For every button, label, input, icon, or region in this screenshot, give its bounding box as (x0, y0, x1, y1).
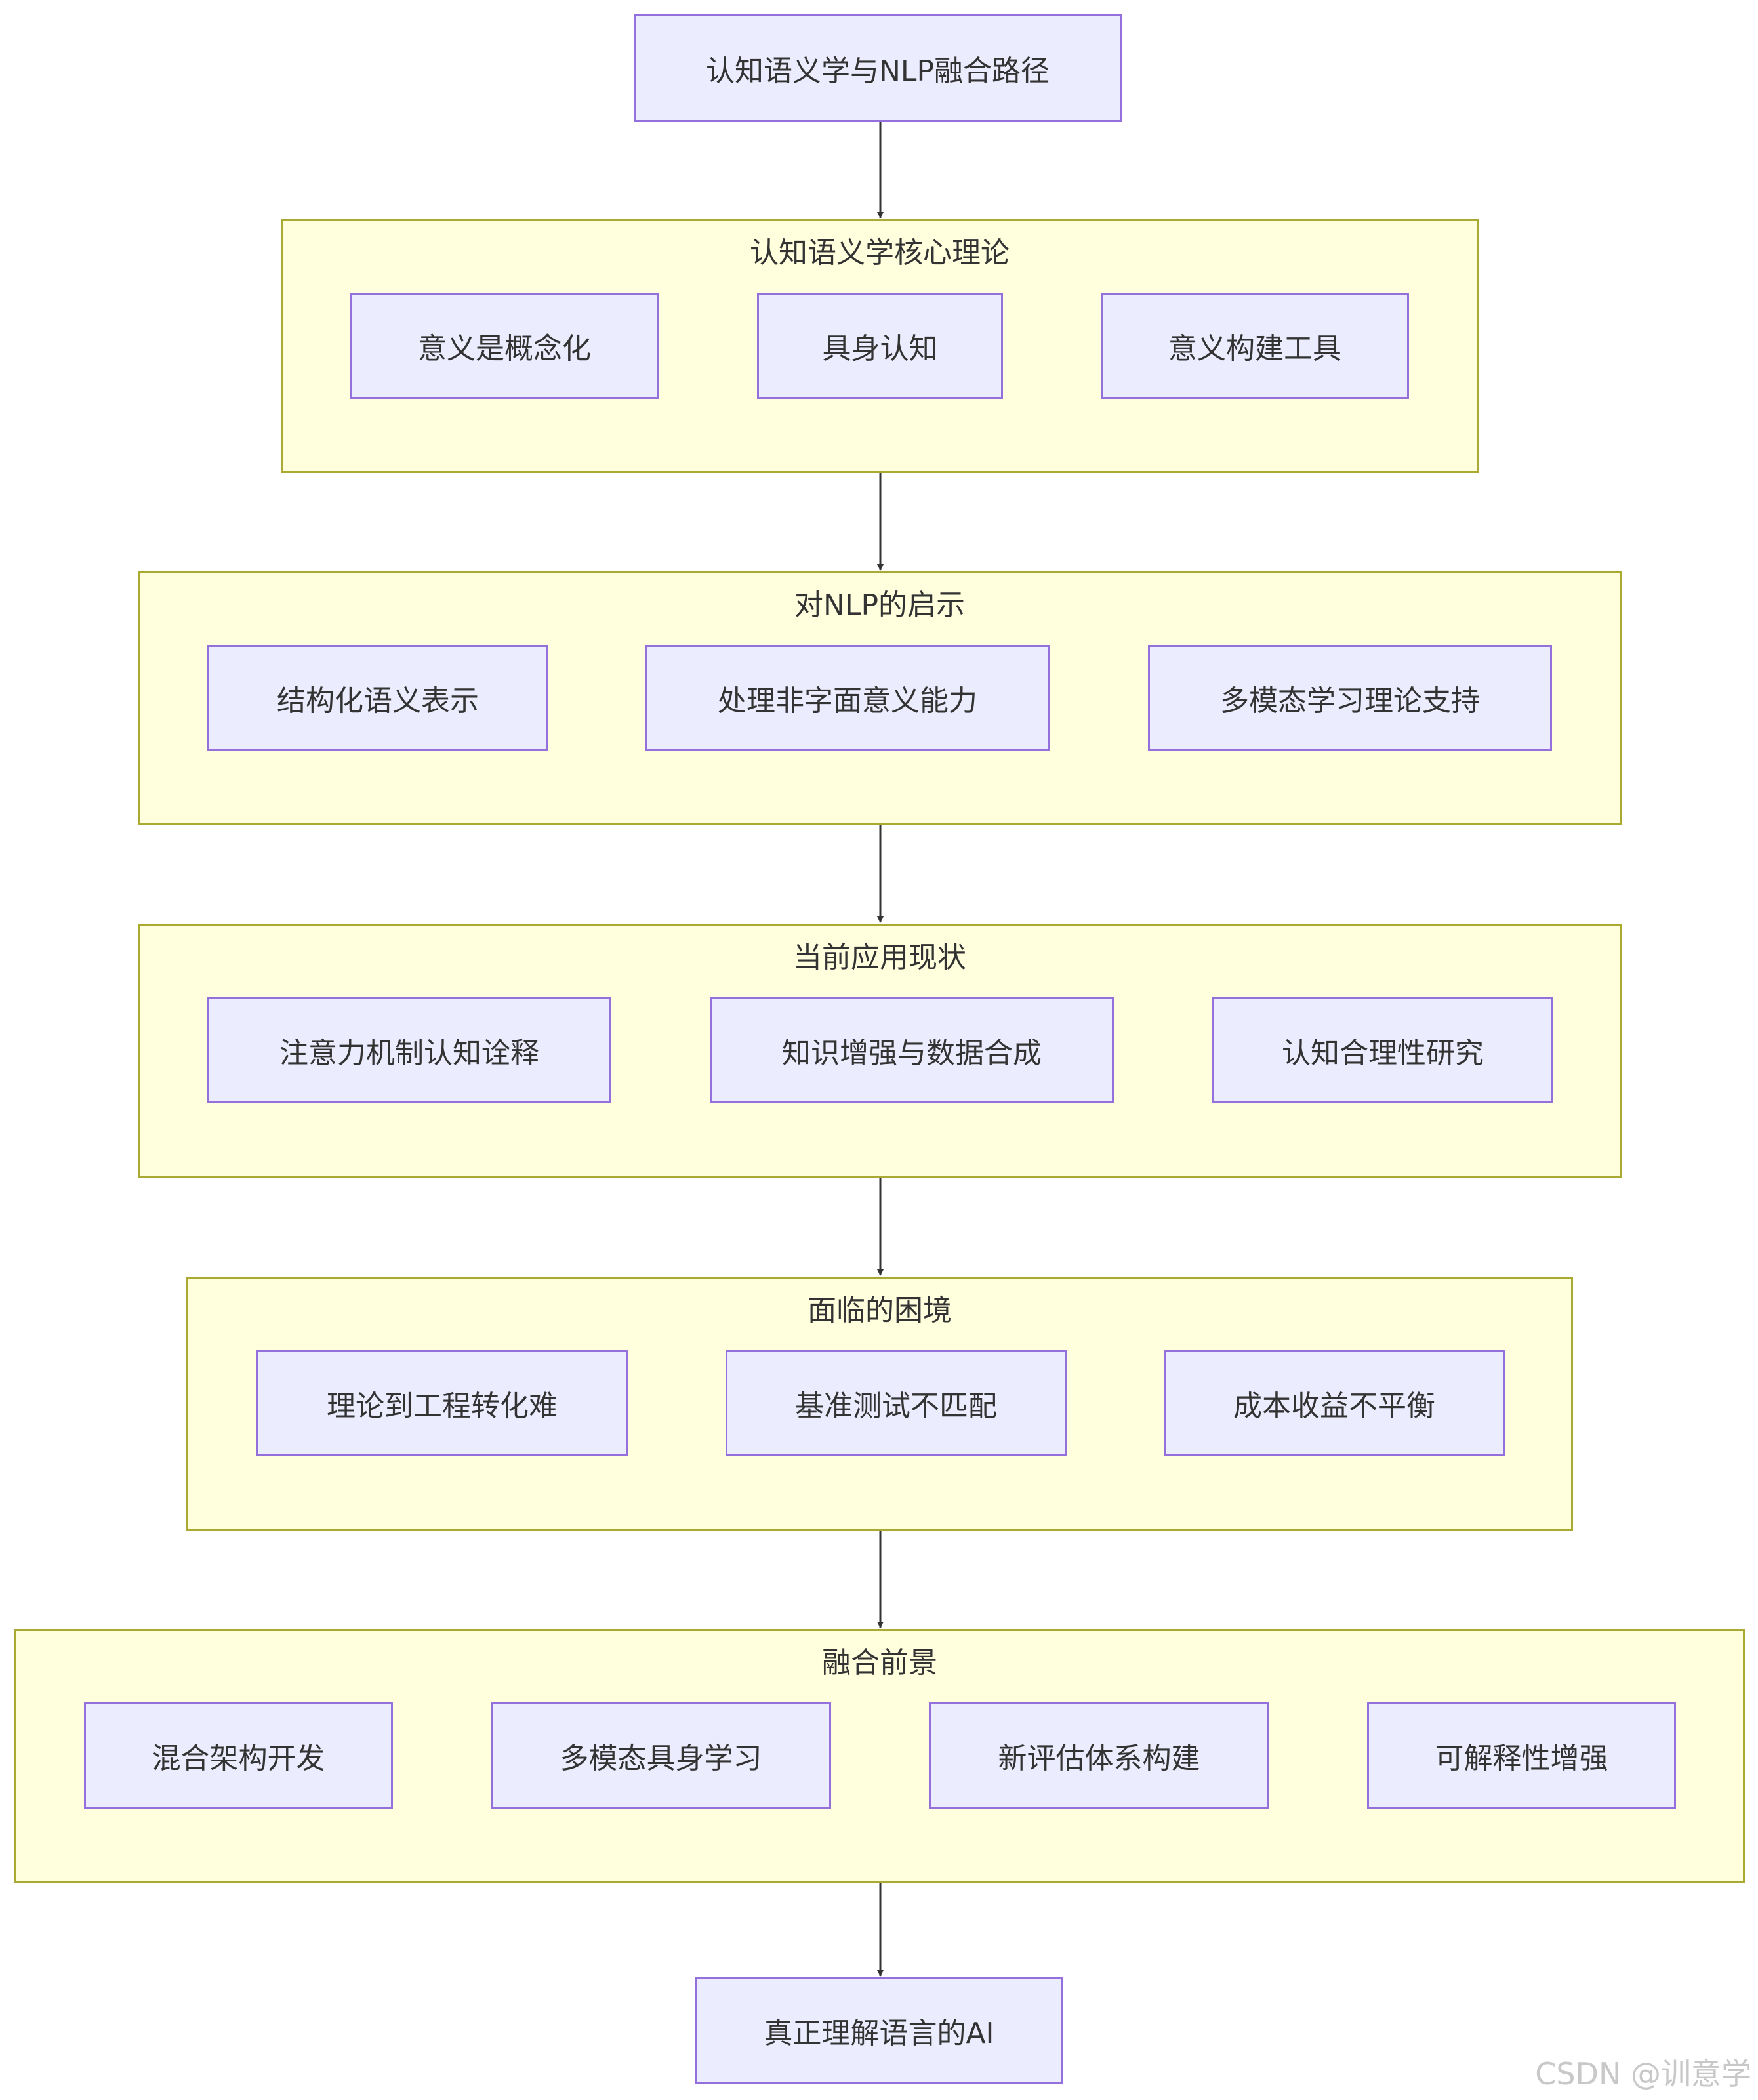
group-title: 面临的困境 (807, 1294, 952, 1327)
node-implications-1: 结构化语义表示 (207, 645, 548, 751)
node-prospects-2: 多模态具身学习 (491, 1702, 831, 1809)
group-title: 对NLP的启示 (794, 588, 965, 622)
group-title: 融合前景 (822, 1646, 937, 1679)
watermark: CSDN @训意学 (1535, 2056, 1751, 2091)
start-node: 认知语义学与NLP融合路径 (634, 14, 1122, 122)
node-theory-3: 意义构建工具 (1101, 293, 1409, 399)
group-title: 认知语义学核心理论 (750, 236, 1010, 270)
node-status-3: 认知合理性研究 (1212, 997, 1553, 1103)
node-theory-2: 具身认知 (757, 293, 1003, 399)
node-prospects-4: 可解释性增强 (1367, 1702, 1676, 1809)
end-node: 真正理解语言的AI (695, 1977, 1063, 2084)
node-status-1: 注意力机制认知诠释 (207, 997, 611, 1103)
group-title: 当前应用现状 (793, 941, 966, 974)
node-challenges-2: 基准测试不匹配 (726, 1350, 1067, 1456)
node-implications-3: 多模态学习理论支持 (1148, 645, 1552, 751)
node-status-2: 知识增强与数据合成 (710, 997, 1114, 1103)
node-theory-1: 意义是概念化 (350, 293, 659, 399)
node-challenges-1: 理论到工程转化难 (256, 1350, 628, 1456)
node-implications-2: 处理非字面意义能力 (645, 645, 1050, 751)
node-prospects-3: 新评估体系构建 (929, 1702, 1269, 1809)
node-challenges-3: 成本收益不平衡 (1164, 1350, 1505, 1456)
node-prospects-1: 混合架构开发 (84, 1702, 393, 1809)
